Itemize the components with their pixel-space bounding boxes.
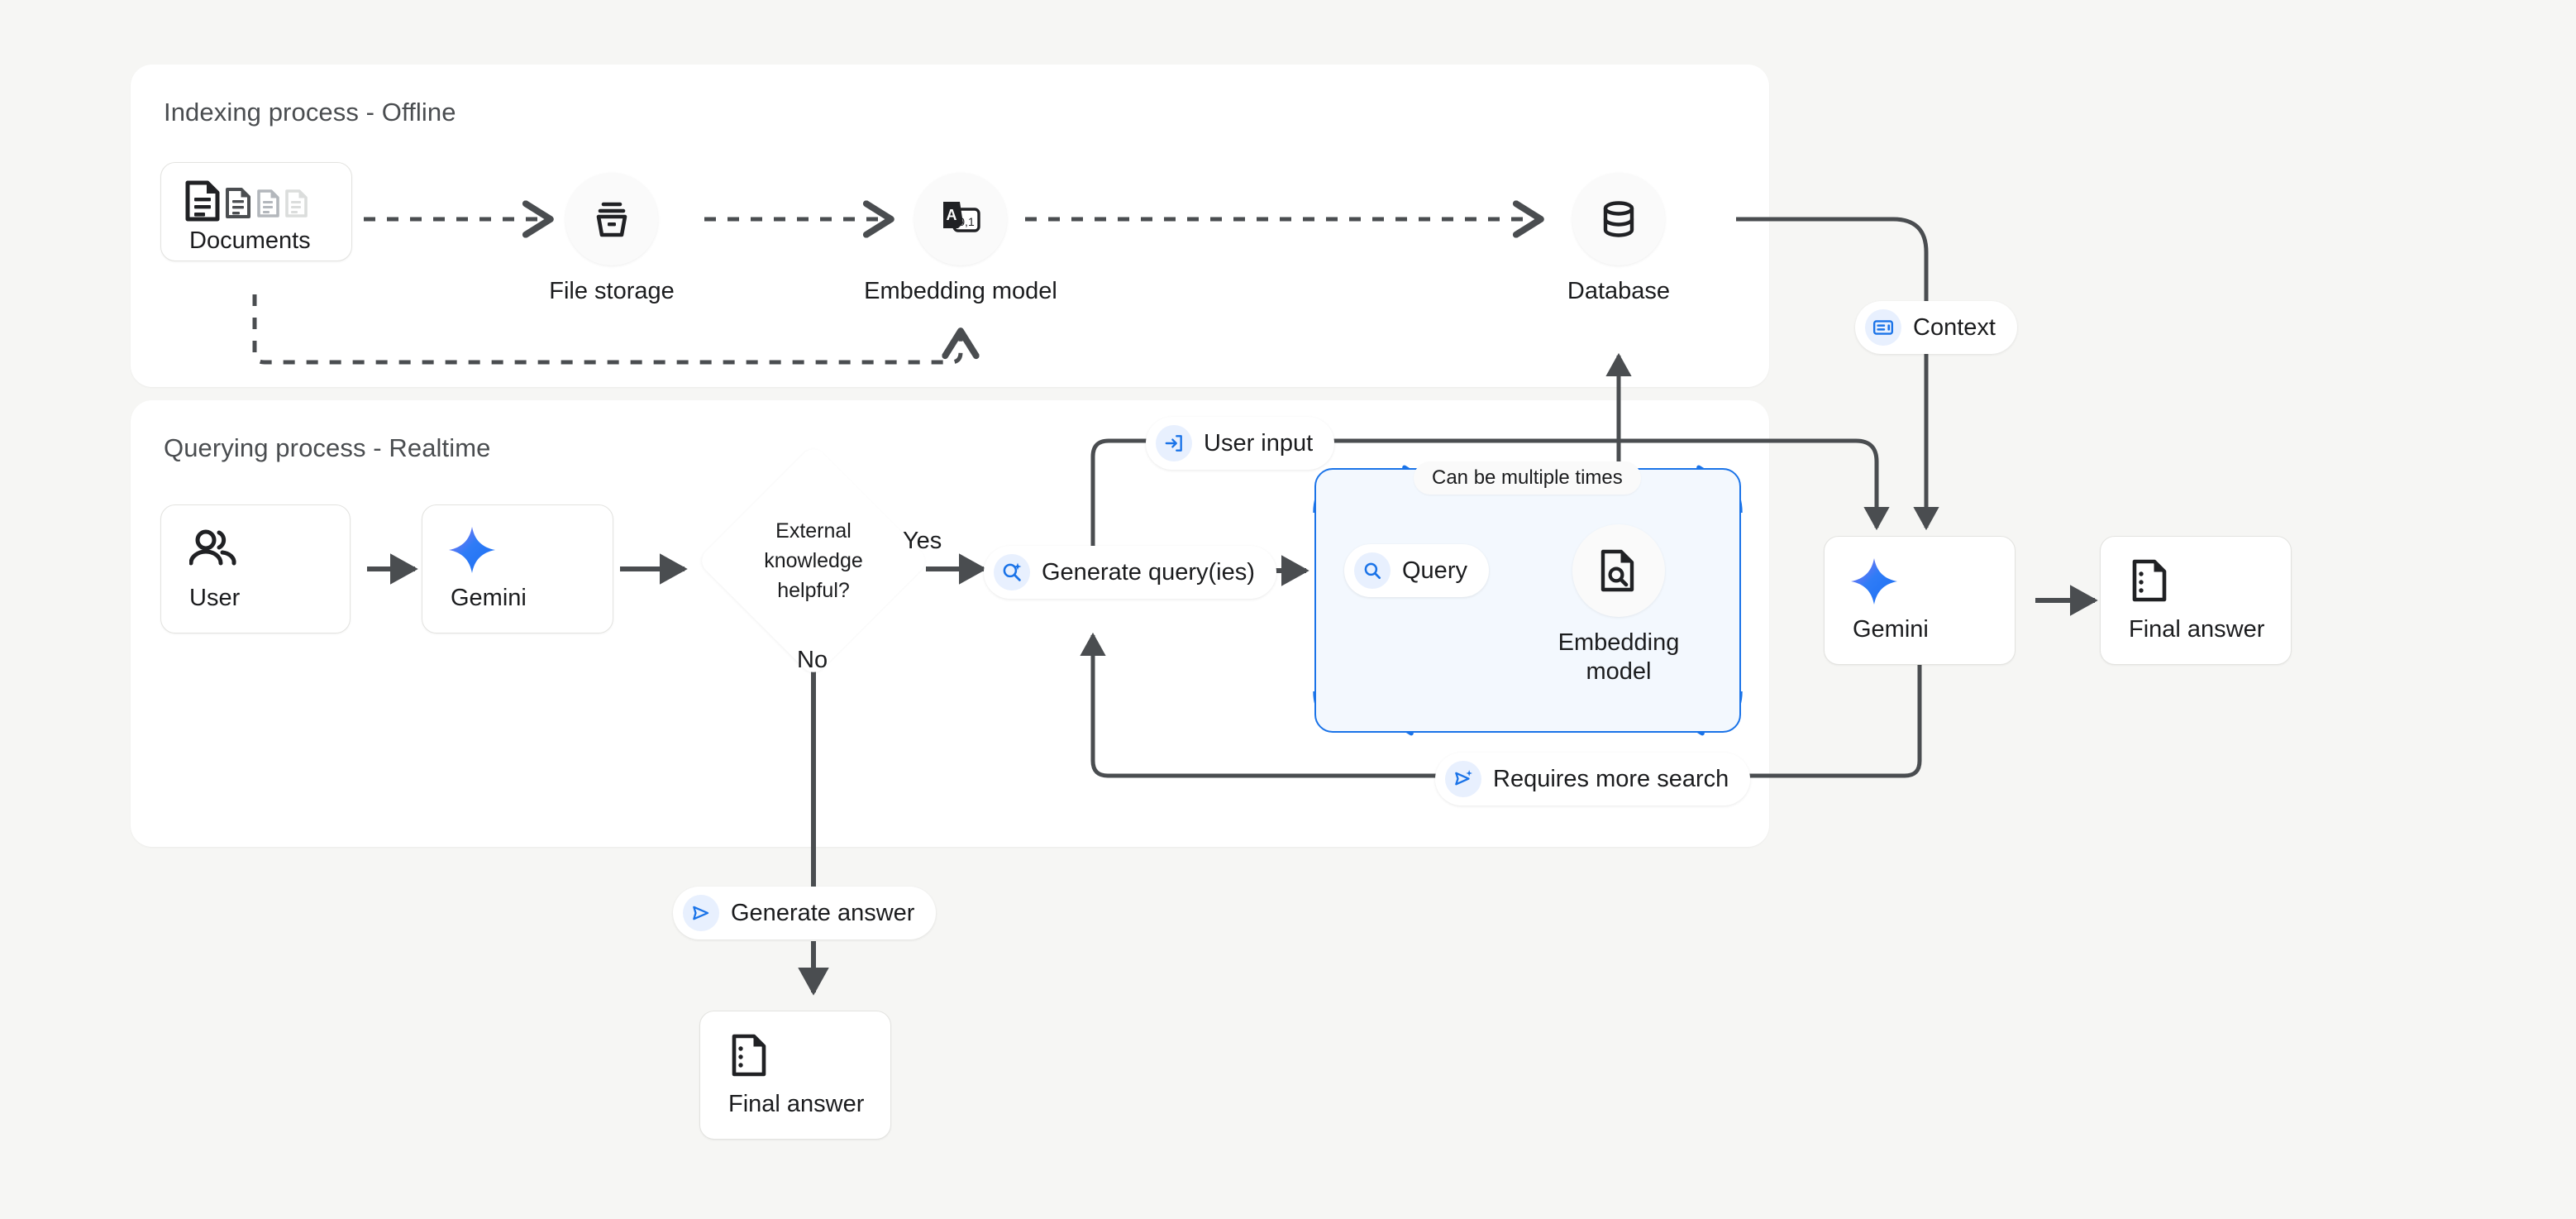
node-database-label: Database — [1567, 278, 1671, 304]
node-user-label: User — [189, 585, 241, 611]
node-embedding-model-query[interactable]: Embedding model — [1558, 524, 1679, 685]
node-embedding-model-indexing[interactable]: 0,1 A Embedding model — [864, 173, 1057, 304]
node-database[interactable]: Database — [1567, 173, 1670, 304]
embedding-model-query-line-1: Embedding — [1558, 629, 1680, 656]
badge-generate-queries[interactable]: Generate query(ies) — [984, 546, 1276, 599]
node-gemini-left-label: Gemini — [451, 585, 527, 611]
documents-icon — [184, 179, 310, 227]
send-icon — [683, 895, 719, 931]
node-embedding-model-indexing-label: Embedding model — [864, 278, 1057, 304]
node-gemini-left[interactable]: Gemini — [422, 504, 613, 633]
answer-document-icon — [2129, 558, 2170, 607]
node-documents[interactable]: Documents — [160, 162, 352, 261]
database-cylinder-icon — [1572, 173, 1665, 265]
node-final-answer-bottom[interactable]: Final answer — [699, 1011, 891, 1140]
badge-user-input[interactable]: User input — [1146, 417, 1335, 470]
edge-label-no: No — [797, 647, 828, 673]
badge-requires-more-search-label: Requires more search — [1493, 765, 1729, 792]
badge-context-label: Context — [1913, 313, 1996, 341]
node-final-answer-bottom-label: Final answer — [728, 1091, 865, 1117]
badge-query-label: Query — [1402, 557, 1467, 584]
badge-context[interactable]: Context — [1855, 301, 2017, 354]
gemini-sparkle-icon — [447, 525, 497, 579]
loop-caption: Can be multiple times — [1414, 461, 1641, 495]
node-decision-external-knowledge[interactable]: External knowledge helpful? — [696, 443, 931, 678]
badge-generate-answer[interactable]: Generate answer — [673, 887, 937, 939]
node-documents-label: Documents — [189, 227, 311, 254]
gemini-sparkle-icon — [1849, 557, 1899, 610]
node-file-storage-label: File storage — [549, 278, 675, 304]
node-final-answer-right[interactable]: Final answer — [2100, 536, 2292, 665]
panel-title-querying: Querying process - Realtime — [164, 433, 491, 462]
decision-text: External knowledge helpful? — [704, 498, 923, 624]
document-search-icon — [1572, 524, 1665, 617]
search-sparkle-icon — [994, 554, 1030, 590]
node-file-storage[interactable]: File storage — [549, 173, 675, 304]
badge-user-input-label: User input — [1204, 429, 1314, 457]
node-embedding-model-query-label: Embedding model — [1558, 629, 1680, 687]
embedding-model-query-line-2: model — [1586, 658, 1652, 686]
decision-line-1: External — [775, 519, 852, 543]
node-final-answer-right-label: Final answer — [2129, 616, 2265, 643]
panel-title-indexing: Indexing process - Offline — [164, 98, 456, 127]
decision-line-3: helpful? — [777, 579, 850, 603]
badge-generate-answer-label: Generate answer — [731, 899, 915, 926]
retrieval-loop-box — [1314, 468, 1741, 733]
node-gemini-right[interactable]: Gemini — [1824, 536, 2015, 665]
badge-generate-queries-label: Generate query(ies) — [1042, 558, 1255, 586]
svg-text:A: A — [947, 207, 957, 223]
text-to-vector-icon: 0,1 A — [914, 173, 1007, 265]
decision-line-2: knowledge — [764, 548, 863, 572]
node-user[interactable]: User — [160, 504, 351, 633]
svg-text:0,1: 0,1 — [958, 215, 975, 228]
answer-document-icon — [728, 1033, 770, 1082]
node-gemini-right-label: Gemini — [1853, 616, 1929, 643]
badge-requires-more-search[interactable]: Requires more search — [1435, 753, 1751, 805]
magnifier-icon — [1354, 552, 1391, 589]
people-icon — [188, 528, 237, 572]
archive-box-icon — [565, 173, 658, 265]
edge-label-yes: Yes — [903, 528, 942, 554]
send-sparkle-icon — [1445, 761, 1481, 797]
input-arrow-icon — [1156, 425, 1192, 461]
context-card-icon — [1865, 309, 1901, 346]
badge-query[interactable]: Query — [1344, 544, 1489, 597]
